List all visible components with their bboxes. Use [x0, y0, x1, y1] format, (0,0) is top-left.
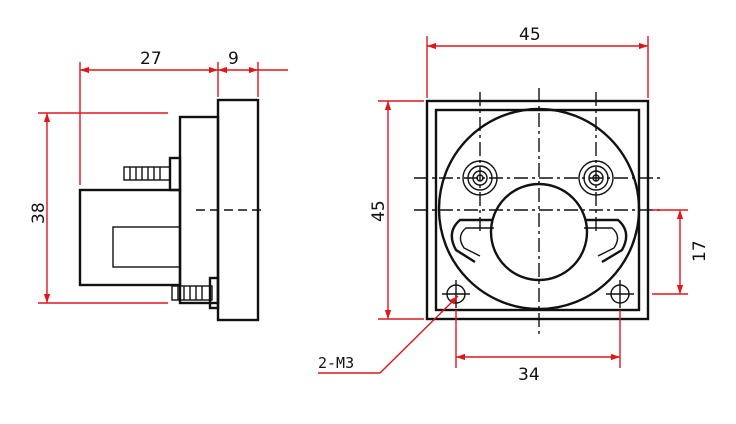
hole-callout: 2-M3: [318, 354, 354, 372]
front-view: [414, 88, 660, 336]
front-side-lobes: [450, 218, 628, 264]
front-mount-hole-right: [606, 280, 634, 308]
dim-front-slot: 17: [690, 240, 710, 262]
dim-front-height: 45: [369, 200, 389, 222]
dim-side-depth: 27: [140, 49, 162, 69]
dim-side-flange: 9: [228, 49, 239, 69]
side-view: [78, 98, 262, 322]
front-mount-hole-left: [442, 280, 470, 308]
front-dimensions: 45 45 17 34 2-M3: [318, 25, 710, 385]
side-dimensions: 27 9 38: [29, 49, 288, 304]
side-terminal-bottom: [171, 285, 213, 301]
dim-side-height: 38: [29, 202, 49, 224]
dim-front-hole-spacing: 34: [518, 365, 540, 385]
side-inner-slot: [112, 226, 181, 268]
side-terminal-top: [123, 166, 171, 181]
side-rear-housing: [78, 188, 182, 287]
dim-front-width: 45: [519, 25, 541, 45]
